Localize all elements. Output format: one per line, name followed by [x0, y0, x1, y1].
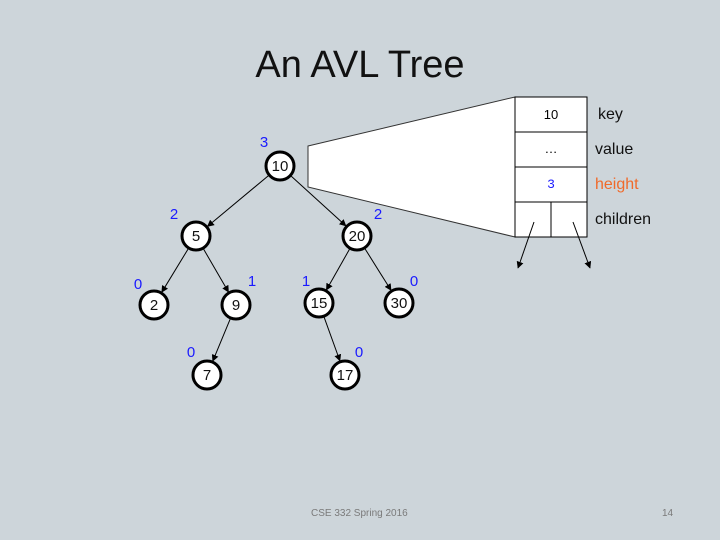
tree-node-key: 9: [232, 297, 240, 314]
slide-title: An AVL Tree: [255, 44, 465, 86]
tree-node-height: 0: [410, 273, 418, 290]
tree-node-circle: [180, 220, 212, 252]
node-detail-record: 10 … 3 key value height children: [514, 96, 651, 269]
tree-node-key: 7: [203, 367, 211, 384]
tree-edge-9-to-7: [211, 317, 232, 362]
tree-node-2: 20: [134, 276, 170, 321]
key-label: key: [598, 106, 623, 123]
tree-node-30: 300: [383, 273, 418, 319]
tree-node-height: 2: [170, 206, 178, 223]
tree-node-5: 52: [170, 206, 212, 252]
tree-node-height: 0: [187, 344, 195, 361]
tree-node-circle: [264, 150, 296, 182]
tree-node-15: 151: [302, 273, 335, 319]
key-field-value: 10: [544, 107, 558, 122]
tree-edges: [161, 174, 392, 362]
tree-node-circle: [303, 287, 335, 319]
footer-page-number: 14: [662, 508, 674, 519]
tree-node-key: 5: [192, 228, 200, 245]
tree-node-circle: [191, 359, 223, 391]
tree-edge-10-to-5: [206, 174, 270, 227]
tree-edge-20-to-15: [325, 247, 351, 291]
value-label: value: [595, 141, 633, 158]
tree-node-7: 70: [187, 344, 223, 391]
footer-course: CSE 332 Spring 2016: [311, 508, 408, 519]
tree-node-key: 20: [349, 228, 366, 245]
tree-node-key: 2: [150, 297, 158, 314]
tree-node-circle: [220, 289, 252, 321]
height-label: height: [595, 176, 639, 193]
tree-node-key: 10: [272, 158, 289, 175]
children-label: children: [595, 211, 651, 228]
tree-node-17: 170: [329, 344, 363, 391]
tree-edge-20-to-30: [364, 247, 392, 291]
value-field-value: …: [545, 141, 558, 156]
tree-node-circle: [383, 287, 415, 319]
tree-node-20: 20 2: [341, 206, 382, 252]
tree-node-height: 0: [134, 276, 142, 293]
key-field: [514, 96, 588, 133]
tree-node-height: 2: [374, 206, 382, 223]
tree-edge-5-to-2: [161, 247, 190, 293]
tree-edge-15-to-17: [323, 315, 342, 362]
tree-node-height: 0: [355, 344, 363, 361]
tree-node-circle: [138, 289, 170, 321]
tree-node-circle: [341, 220, 373, 252]
tree-node-key: 30: [391, 295, 408, 312]
tree-node-height: 1: [302, 273, 310, 290]
right-child-pointer-arrow: [572, 221, 592, 269]
tree-node-key: 15: [311, 295, 328, 312]
tree-node-key: 17: [337, 367, 354, 384]
tree-edge-5-to-9: [202, 247, 229, 293]
tree-node-height: 3: [260, 134, 268, 151]
left-child-pointer-arrow: [516, 221, 535, 269]
height-field: [514, 166, 588, 203]
tree-node-9: 91: [220, 273, 256, 321]
tree-edge-10-to-20: [290, 175, 347, 227]
tree-node-height: 1: [248, 273, 256, 290]
tree-node-circle: [329, 359, 361, 391]
zoom-callout: [307, 96, 516, 238]
height-field-value: 3: [547, 177, 555, 192]
tree-node-10: 103: [260, 134, 296, 182]
